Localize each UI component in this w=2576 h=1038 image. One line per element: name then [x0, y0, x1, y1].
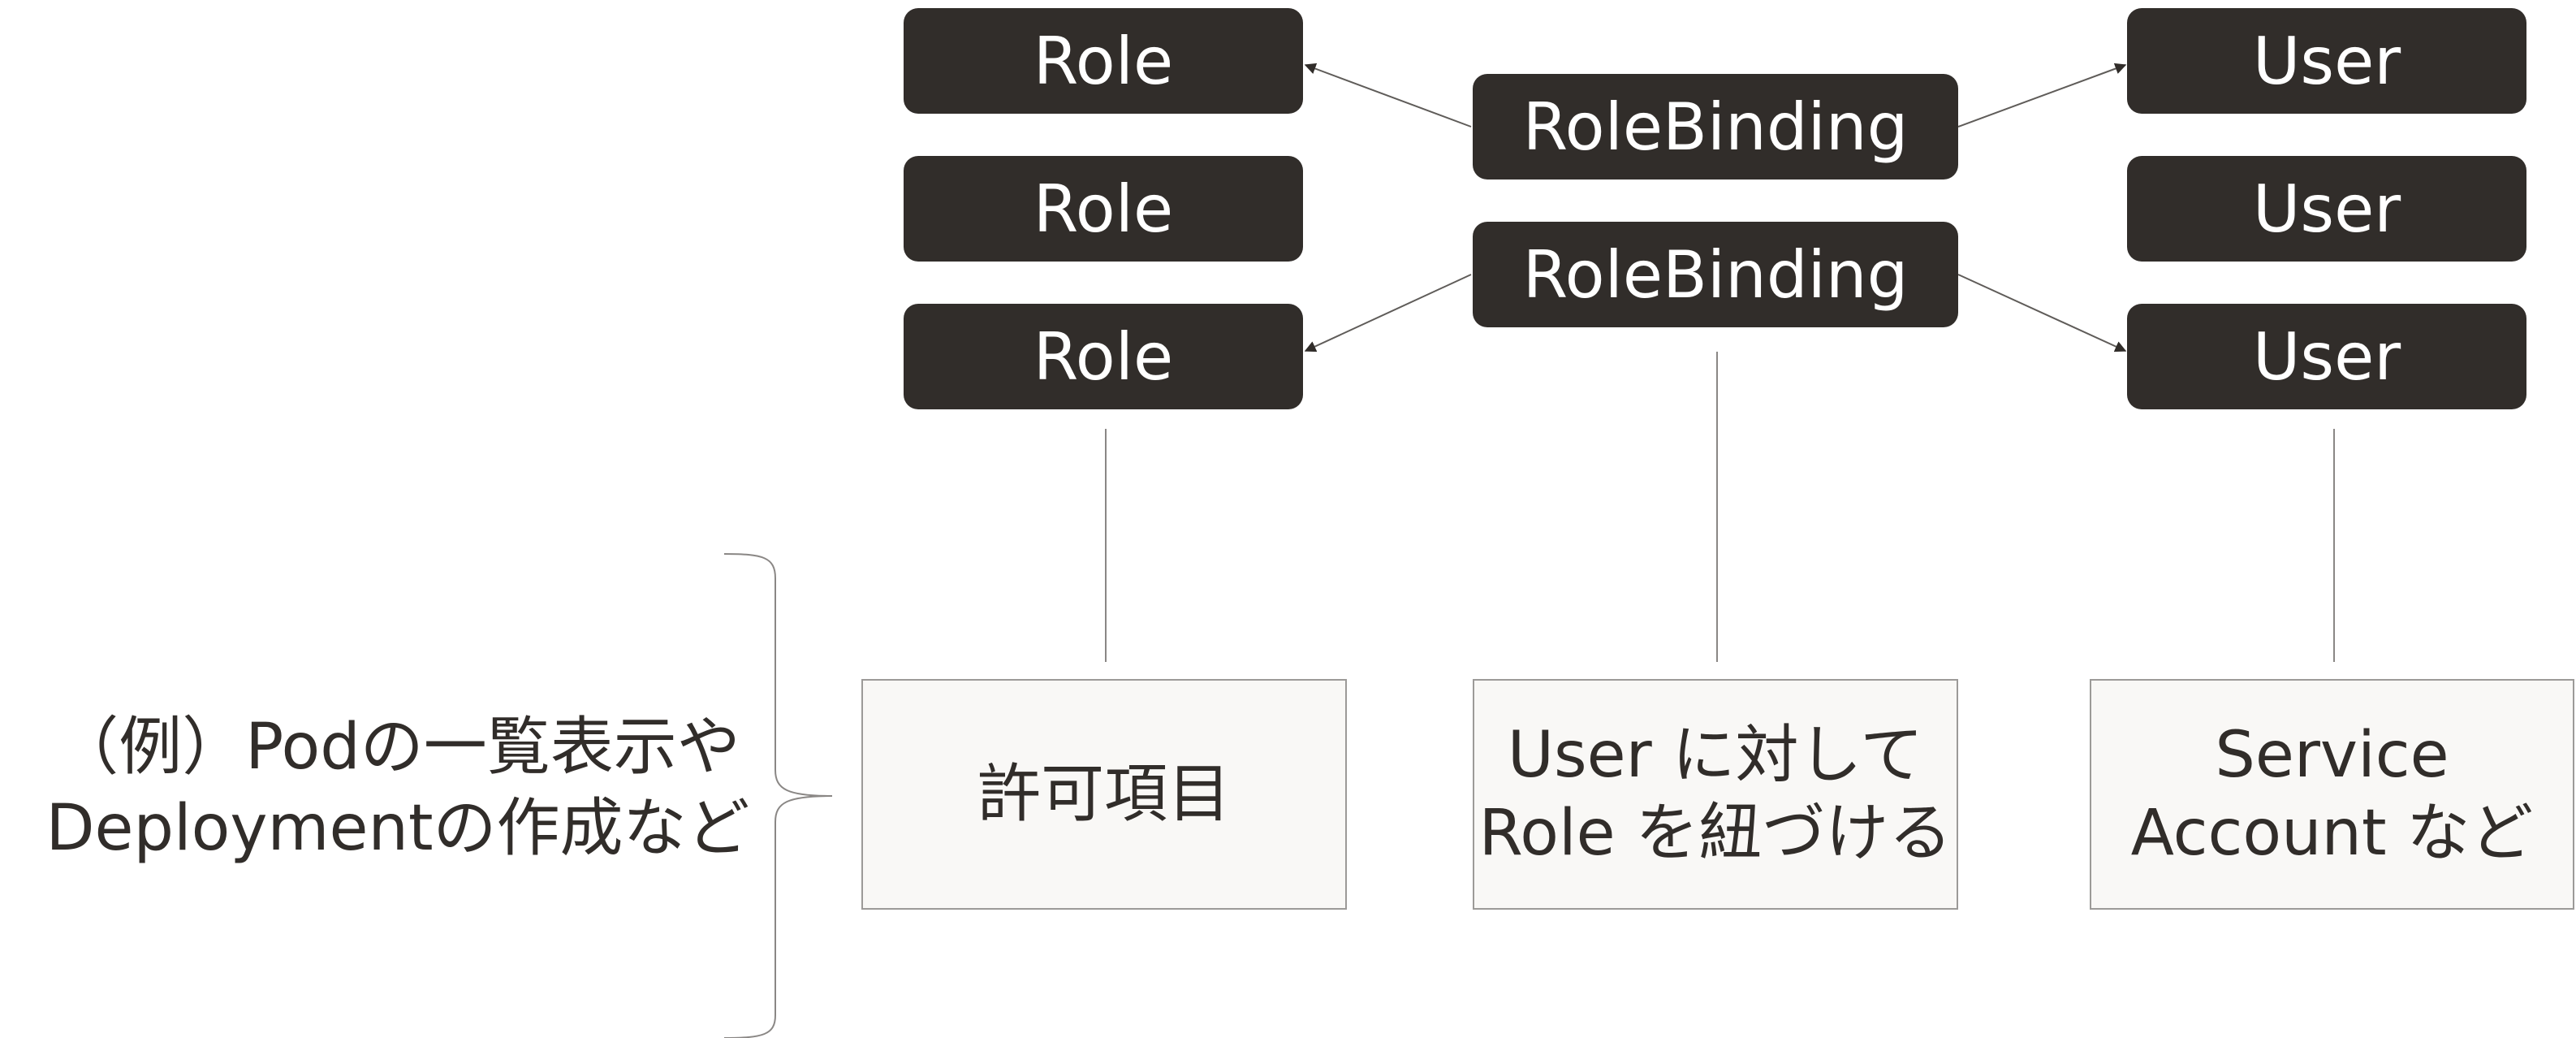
user-node-1: User: [2127, 8, 2526, 114]
binding-description-line-2: Role を紐づける: [1478, 797, 1952, 870]
example-line-2: Deploymentの作成など: [45, 792, 750, 865]
user-description-box: Service Account など: [2090, 679, 2574, 910]
user-node-2: User: [2127, 156, 2526, 262]
arrow-binding1-to-user1: [1957, 63, 2127, 128]
user-node-3: User: [2127, 304, 2526, 409]
role-node-label: Role: [1033, 23, 1174, 99]
rolebinding-node-1: RoleBinding: [1473, 74, 1958, 179]
role-node-label: Role: [1033, 318, 1174, 395]
role-description-line: 許可項目: [977, 758, 1231, 831]
permission-example-text: （例）Podの一覧表示や Deploymentの作成など: [32, 707, 763, 869]
role-description-box: 許可項目: [861, 679, 1347, 910]
user-node-label: User: [2252, 171, 2401, 247]
rolebinding-node-label: RoleBinding: [1522, 89, 1909, 165]
user-node-label: User: [2252, 318, 2401, 395]
arrow-binding2-to-user3: [1957, 274, 2127, 352]
binding-description-line-1: User に対して: [1507, 719, 1924, 792]
curly-brace: [723, 553, 833, 1038]
binding-description-box: User に対して Role を紐づける: [1473, 679, 1958, 910]
rolebinding-node-label: RoleBinding: [1522, 236, 1909, 313]
arrow-binding2-to-role3: [1304, 274, 1472, 352]
rolebinding-node-2: RoleBinding: [1473, 222, 1958, 327]
user-description-line-1: Service: [2215, 719, 2449, 792]
role-node-label: Role: [1033, 171, 1174, 247]
role-node-3: Role: [904, 304, 1303, 409]
example-line-1: （例）Podの一覧表示や: [55, 711, 740, 784]
user-description-line-2: Account など: [2130, 797, 2534, 870]
arrow-binding1-to-role1: [1304, 63, 1472, 128]
user-node-label: User: [2252, 23, 2401, 99]
role-node-2: Role: [904, 156, 1303, 262]
role-node-1: Role: [904, 8, 1303, 114]
